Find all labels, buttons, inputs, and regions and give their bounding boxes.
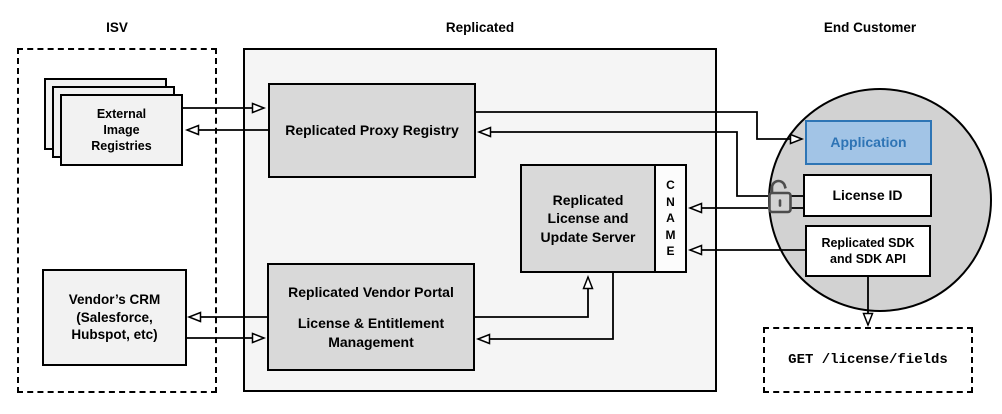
vendor-portal-title: Replicated Vendor Portal xyxy=(288,284,454,301)
vendors-crm-label: Vendor’s CRM (Salesforce, Hubspot, etc) xyxy=(68,292,161,343)
arrow-proxy-to-application xyxy=(476,111,802,139)
vendor-portal-node: Replicated Vendor Portal License & Entit… xyxy=(267,263,475,371)
cname-label: C N A M E xyxy=(665,178,676,259)
replicated-sdk-label: Replicated SDK and SDK API xyxy=(821,235,915,266)
get-license-fields-node: GET /license/fields xyxy=(763,327,973,393)
vendor-portal-subtitle: License & Entitlement Management xyxy=(297,315,445,350)
vendors-crm-node: Vendor’s CRM (Salesforce, Hubspot, etc) xyxy=(42,269,187,366)
section-label-replicated: Replicated xyxy=(445,20,515,35)
external-image-registries-node: External Image Registries xyxy=(60,94,183,166)
arrow-licenseid-to-proxy xyxy=(479,132,768,197)
external-image-registries-label: External Image Registries xyxy=(91,106,152,154)
proxy-registry-label: Replicated Proxy Registry xyxy=(285,122,459,139)
replicated-sdk-node: Replicated SDK and SDK API xyxy=(805,225,931,277)
license-id-node: License ID xyxy=(803,174,932,217)
unlock-icon xyxy=(763,177,799,217)
license-id-label: License ID xyxy=(832,187,903,204)
arrow-portal-to-server xyxy=(475,277,588,318)
get-license-fields-label: GET /license/fields xyxy=(788,351,948,368)
cname-strip: C N A M E xyxy=(654,164,687,273)
application-label: Application xyxy=(830,134,907,151)
license-update-server-label: Replicated License and Update Server xyxy=(540,192,636,245)
proxy-registry-node: Replicated Proxy Registry xyxy=(268,83,476,178)
license-update-server-node: Replicated License and Update Server xyxy=(520,164,656,273)
section-label-isv: ISV xyxy=(106,20,128,35)
application-node: Application xyxy=(805,120,932,165)
section-label-end-customer: End Customer xyxy=(823,20,917,35)
arrow-server-to-portal xyxy=(478,273,614,339)
